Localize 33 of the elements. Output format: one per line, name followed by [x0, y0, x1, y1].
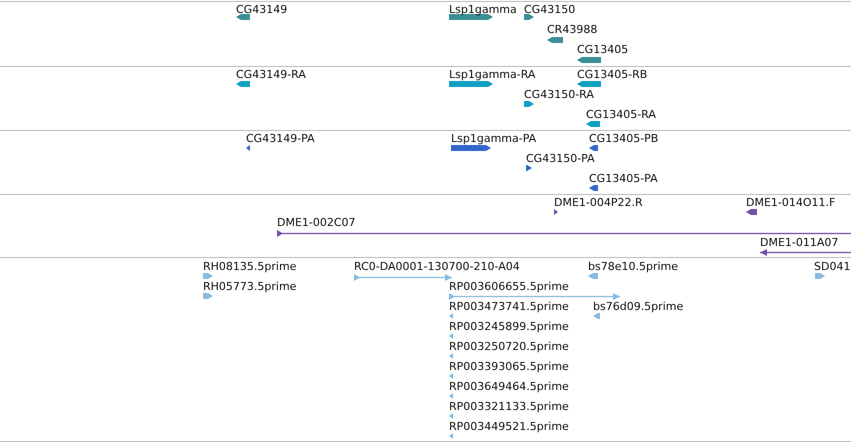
- feature-label: RP003606655.5prime: [449, 280, 569, 293]
- feature-label: CG43149-RA: [236, 68, 306, 81]
- feature-label: CG13405-RB: [577, 68, 648, 81]
- feature-label: CG43150-RA: [524, 88, 594, 101]
- feature-label: CG43150: [524, 3, 576, 16]
- feature-label: RP003245899.5prime: [449, 320, 569, 333]
- feature-label: RP003393065.5prime: [449, 360, 569, 373]
- feature-label: CG13405-PA: [589, 172, 658, 185]
- feature-label: RP003449521.5prime: [449, 420, 569, 433]
- feature-label: DME1-014O11.F: [746, 196, 836, 209]
- feature-label: RP003250720.5prime: [449, 340, 569, 353]
- feature-label: DME1-011A07: [760, 236, 838, 249]
- feature-label: CR43988: [547, 23, 598, 36]
- feature-label: RP003473741.5prime: [449, 300, 569, 313]
- feature-label: RH05773.5prime: [203, 280, 296, 293]
- feature-label: CG13405: [577, 43, 628, 56]
- feature-label: bs78e10.5prime: [588, 260, 678, 273]
- feature-label: CG43149-PA: [246, 132, 315, 145]
- feature-label: CG43150-PA: [526, 152, 595, 165]
- feature-label: DME1-004P22.R: [554, 196, 643, 209]
- feature-label: DME1-002C07: [277, 216, 356, 229]
- feature-label: Lsp1gamma: [449, 3, 517, 16]
- feature-label: RH08135.5prime: [203, 260, 296, 273]
- feature-label: CG43149: [236, 3, 288, 16]
- feature-label: CG13405-RA: [586, 108, 656, 121]
- feature-label: CG13405-PB: [589, 132, 658, 145]
- feature-label: Lsp1gamma-PA: [451, 132, 536, 145]
- feature-label: RP003321133.5prime: [449, 400, 569, 413]
- feature-label: RP003649464.5prime: [449, 380, 569, 393]
- feature-label: RC0-DA0001-130700-210-A04: [354, 260, 520, 273]
- feature-label: SD041: [814, 260, 850, 273]
- feature-label: Lsp1gamma-RA: [449, 68, 536, 81]
- feature-label: bs76d09.5prime: [593, 300, 684, 313]
